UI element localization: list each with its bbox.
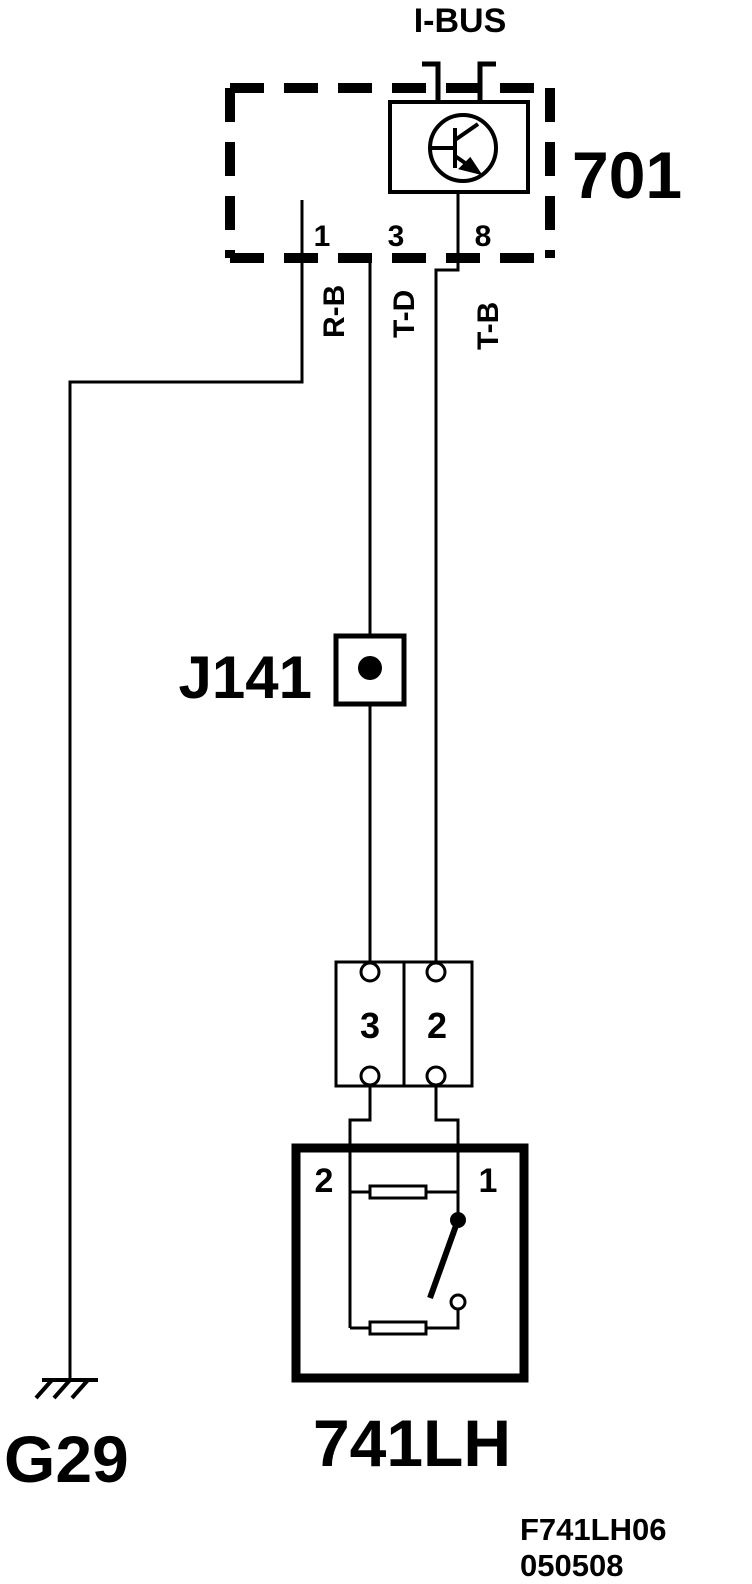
connector-terminal: [359, 1065, 381, 1087]
connector-pin-right: 2: [427, 1005, 447, 1046]
connector-pin-left: 3: [360, 1005, 380, 1046]
wire-label-t-b: T-B: [472, 302, 505, 350]
wire-label-r-b: R-B: [318, 285, 351, 338]
junction-dot: [358, 656, 382, 680]
junction-id: J141: [179, 644, 312, 711]
connector-cell-left: [334, 960, 406, 1088]
module-pin-8: 8: [475, 220, 492, 253]
switch-contact: [449, 1293, 467, 1311]
connector-terminal: [425, 961, 447, 983]
resistor-upper: [368, 1184, 428, 1200]
connector-cell-right: [402, 960, 474, 1088]
wires: [68, 192, 460, 1380]
switch-pin-right: 1: [479, 1162, 498, 1200]
module-pin-1: 1: [314, 220, 331, 253]
drawing-code-line2: 050508: [520, 1548, 623, 1583]
switch-id: 741LH: [313, 1406, 511, 1480]
switch-leads: [348, 1085, 460, 1150]
transistor-icon: [428, 113, 498, 183]
connector-terminal: [359, 961, 381, 983]
wire-t-b: [434, 192, 460, 962]
bus-label: I-BUS: [414, 2, 507, 40]
switch-pin-left: 2: [315, 1162, 334, 1200]
wire-r-b: [68, 200, 304, 1380]
switch-blade: [427, 1218, 461, 1300]
wire-label-t-d: T-D: [388, 290, 421, 338]
module-pin-3: 3: [388, 220, 405, 253]
switch-pivot: [450, 1212, 466, 1228]
switch-internal-circuit: [348, 1150, 461, 1336]
connector: [334, 960, 474, 1088]
drawing-code-line1: F741LH06: [520, 1512, 666, 1547]
resistor-lower: [368, 1320, 428, 1336]
ground-icon: [34, 1378, 98, 1400]
connector-terminal: [425, 1065, 447, 1087]
module-701-outline: [225, 83, 555, 263]
module-id: 701: [572, 138, 682, 212]
ground-id: G29: [4, 1422, 129, 1496]
